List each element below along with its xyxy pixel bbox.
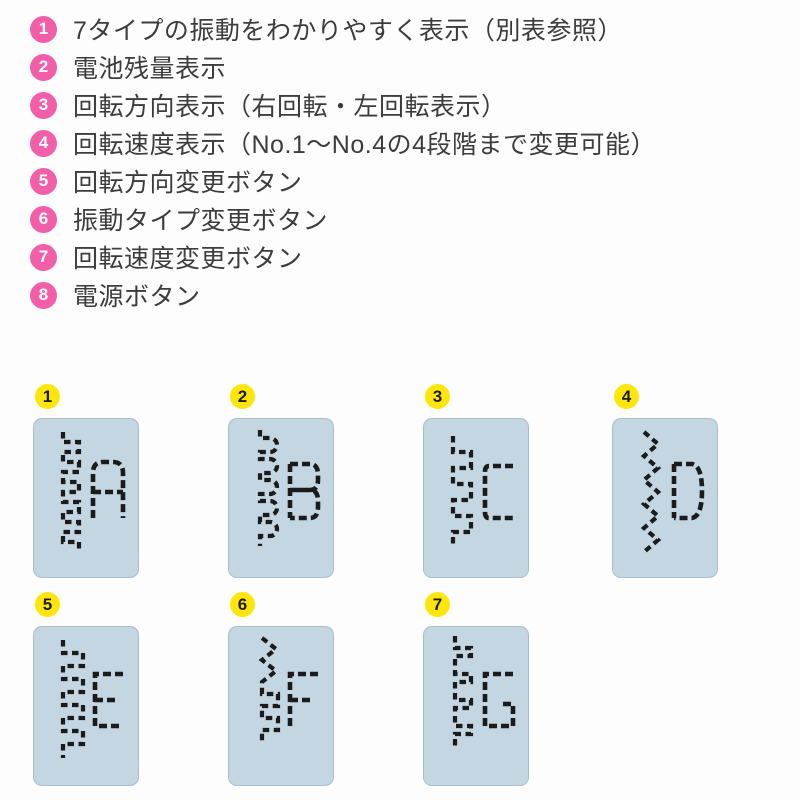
lcd-screen (423, 418, 529, 578)
vibration-waveform (450, 436, 474, 548)
legend-text: 振動タイプ変更ボタン (73, 207, 329, 235)
lcd-screen (612, 418, 718, 578)
legend-text: 電源ボタン (73, 283, 201, 311)
legend-number-badge: 5 (30, 167, 57, 195)
type-letter-glyph (482, 463, 513, 521)
panel-number-badge: 4 (614, 384, 639, 409)
display-example-type-g: 7 (423, 592, 529, 786)
lcd-graphic (452, 636, 516, 750)
display-example-type-c: 3 (423, 384, 529, 578)
legend-item: 1 7タイプの振動をわかりやすく表示（別表参照） (30, 14, 656, 45)
type-letter-glyph (287, 461, 321, 521)
vibration-waveform (257, 430, 280, 546)
legend-number-badge: 3 (30, 91, 57, 119)
legend-text: 回転速度変更ボタン (73, 245, 303, 273)
legend-item: 2 電池残量表示 (30, 52, 656, 83)
legend-item: 7 回転速度変更ボタン (30, 242, 656, 273)
lcd-graphic (60, 640, 123, 758)
panel-number-badge: 3 (425, 384, 450, 409)
panel-number-badge: 6 (230, 592, 255, 617)
legend-number-badge: 1 (30, 15, 57, 43)
display-example-type-a: 1 (33, 384, 139, 578)
legend-item: 4 回転速度表示（No.1～No.4の4段階まで変更可能） (30, 128, 657, 159)
legend-number-badge: 6 (30, 205, 57, 233)
lcd-graphic (258, 636, 318, 742)
legend-item: 5 回転方向変更ボタン (30, 166, 656, 197)
panel-number-badge: 1 (35, 384, 60, 409)
legend-item: 6 振動タイプ変更ボタン (30, 204, 656, 235)
vibration-waveform (640, 430, 662, 554)
legend-text: 回転速度表示（No.1～No.4の4段階まで変更可能） (73, 131, 657, 159)
lcd-screen (228, 418, 334, 578)
panel-number-badge: 2 (230, 384, 255, 409)
type-letter-glyph (482, 671, 516, 729)
legend-item: 8 電源ボタン (30, 280, 656, 311)
legend-number-badge: 8 (30, 281, 57, 309)
vibration-waveform (60, 640, 86, 758)
panel-number-badge: 7 (425, 592, 450, 617)
display-example-type-d: 4 (612, 384, 718, 578)
legend-text: 7タイプの振動をわかりやすく表示（別表参照） (73, 17, 623, 45)
type-letter-glyph (90, 459, 126, 518)
display-example-type-e: 5 (33, 592, 139, 786)
lcd-graphic (450, 436, 513, 548)
vibration-waveform (60, 432, 82, 552)
lcd-graphic (60, 432, 126, 552)
lcd-graphic (257, 430, 321, 546)
lcd-graphic (640, 430, 705, 554)
display-example-type-f: 6 (228, 592, 334, 786)
lcd-screen (228, 626, 334, 786)
legend-text: 回転方向変更ボタン (73, 169, 303, 197)
legend-text: 回転方向表示（右回転・左回転表示） (73, 93, 507, 121)
legend-number-badge: 7 (30, 243, 57, 271)
feature-legend: 1 7タイプの振動をわかりやすく表示（別表参照） 2 電池残量表示 3 回転方向… (30, 14, 656, 318)
legend-item: 3 回転方向表示（右回転・左回転表示） (30, 90, 656, 121)
vibration-waveform (452, 636, 474, 750)
lcd-screen (33, 626, 139, 786)
lcd-screen (33, 418, 139, 578)
display-example-type-b: 2 (228, 384, 334, 578)
legend-number-badge: 2 (30, 53, 57, 81)
type-letter-glyph (671, 461, 705, 521)
type-letter-glyph (287, 671, 318, 726)
type-letter-glyph (92, 671, 123, 729)
lcd-screen (423, 626, 529, 786)
legend-text: 電池残量表示 (73, 55, 227, 83)
legend-number-badge: 4 (30, 129, 57, 157)
vibration-waveform (258, 636, 281, 742)
panel-number-badge: 5 (35, 592, 60, 617)
